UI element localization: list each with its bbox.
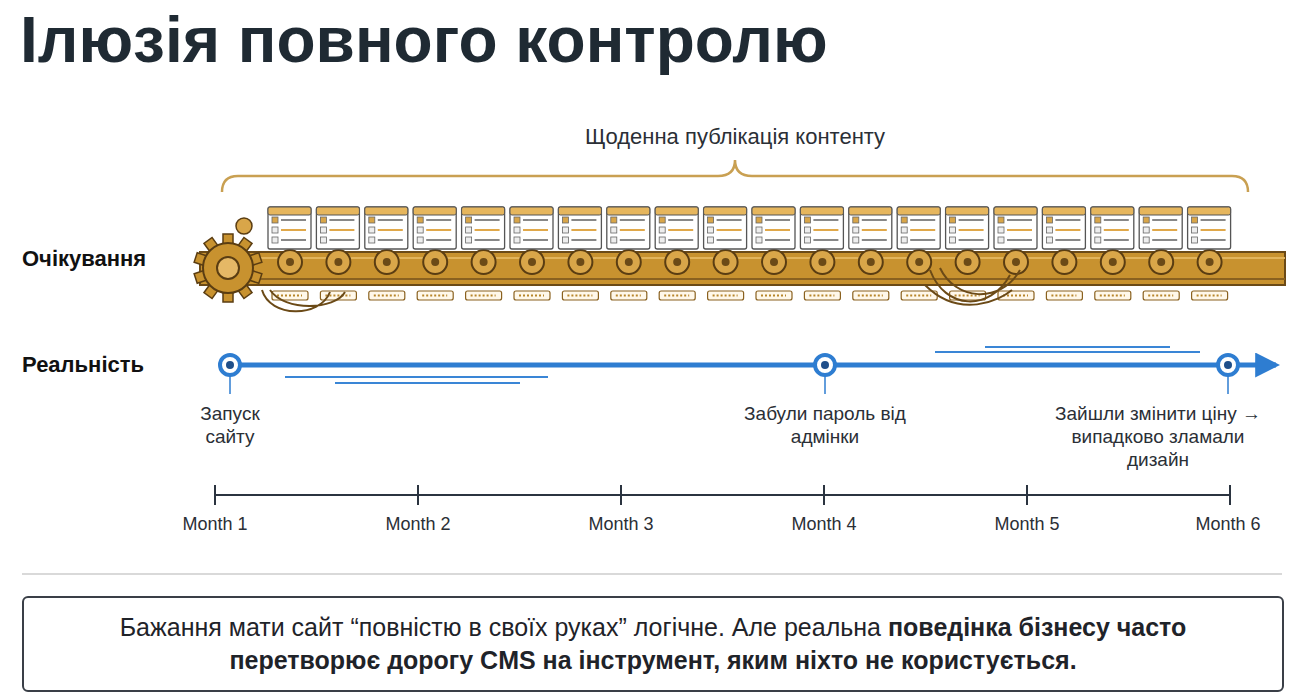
milestone-core [226,361,234,369]
roller [1192,250,1228,300]
motion-streaks [285,347,1200,383]
roller [804,250,840,300]
content-card [558,207,601,249]
caption-plain: Бажання мати сайт “повністю в своїх рука… [120,613,881,641]
content-card [1139,207,1182,249]
milestone-core [1224,361,1232,369]
axis-label: Month 2 [363,514,473,536]
milestones [220,355,1238,394]
roller [320,250,356,300]
cable [925,268,1020,305]
roller [611,250,647,300]
axis-tick [823,485,825,505]
content-card [1091,207,1134,249]
axis-tick [1026,485,1028,505]
axis-tick [214,485,216,505]
axis-label: Month 5 [972,514,1082,536]
brace-label: Щоденна публікація контенту [525,124,945,150]
title: Ілюзія повного контролю [20,2,828,79]
roller [1143,250,1179,300]
content-card [800,207,843,249]
month-axis [215,485,1230,505]
caption-text: Бажання мати сайт “повністю в своїх рука… [48,611,1258,677]
content-card [268,207,311,249]
row-label: Очікування [22,246,192,272]
axis-tick [1229,485,1231,505]
timeline [230,363,1276,368]
content-card [752,207,795,249]
milestone-label: Забули пароль від адмінки [735,403,915,449]
cable [262,290,345,311]
content-card [1042,207,1085,249]
separator [22,573,1282,575]
content-card [655,207,698,249]
roller [369,250,405,300]
content-card [897,207,940,249]
milestone-label: Зайшли змінити ціну → випадково зламали … [1040,403,1276,471]
milestone-dot [1218,355,1238,375]
content-card [946,207,989,249]
caption-box: Бажання мати сайт “повністю в своїх рука… [22,596,1284,692]
row-label: Реальність [22,352,192,378]
roller [756,250,792,300]
axis-label: Month 3 [566,514,676,536]
content-card [462,207,505,249]
roller [514,250,550,300]
content-card [994,207,1037,249]
gear-body [203,243,253,293]
roller [659,250,695,300]
axis-tick [620,485,622,505]
milestone-label: Запуск сайту [175,403,285,449]
content-card [849,207,892,249]
belt-edge [200,278,1285,280]
conveyor [200,207,1285,300]
content-card [607,207,650,249]
roller [562,250,598,300]
axis-label: Month 6 [1173,514,1283,536]
axis-label: Month 4 [769,514,879,536]
axis-tick [417,485,419,505]
roller [708,250,744,300]
gear-hub [217,257,239,279]
small-gear [236,218,252,234]
roller [466,250,502,300]
content-card [1188,207,1231,249]
milestone-dot [815,355,835,375]
content-card [510,207,553,249]
axis-label: Month 1 [160,514,270,536]
content-card [413,207,456,249]
roller [1046,250,1082,300]
content-card [704,207,747,249]
roller [417,250,453,300]
content-card [316,207,359,249]
brace [222,160,1248,192]
milestone-dot [220,355,240,375]
roller [1095,250,1131,300]
roller [272,250,308,300]
gear [194,218,262,302]
milestone-core [821,361,829,369]
roller [853,250,889,300]
content-card [365,207,408,249]
